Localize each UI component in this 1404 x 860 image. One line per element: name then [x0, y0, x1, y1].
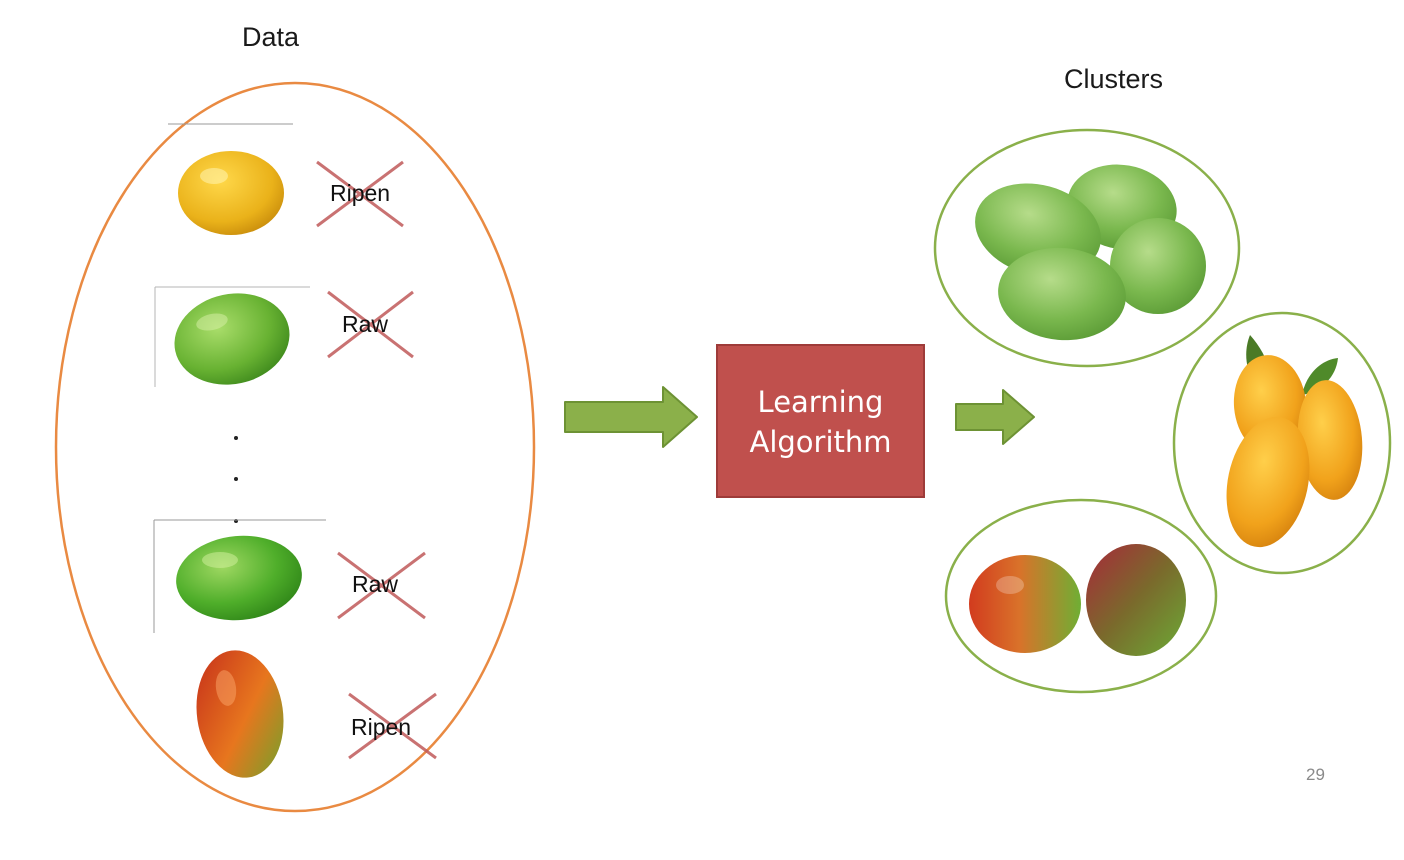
item-label-ripen: Ripen: [351, 714, 412, 740]
arrow-right-icon: [564, 386, 698, 448]
item-label-ripen: Ripen: [330, 180, 391, 206]
arrow-right-icon: [955, 389, 1035, 445]
cross-mark-icon: [327, 290, 414, 359]
algorithm-line-2: Algorithm: [749, 425, 892, 459]
ripe-mango-image: [168, 123, 293, 235]
raw-mango-image: [153, 519, 326, 633]
data-heading: Data: [242, 22, 300, 52]
red-green-mangoes-image: [969, 544, 1186, 656]
yellow-mangoes-image: [1226, 335, 1363, 548]
data-ellipse: [54, 81, 536, 813]
item-label-raw: Raw: [352, 571, 399, 597]
raw-mango-image: [154, 286, 310, 387]
red-orange-mango-image: [196, 650, 284, 778]
cluster-ring: [1172, 311, 1392, 575]
cluster-ring: [944, 498, 1218, 694]
cross-mark-icon: [316, 160, 404, 228]
clusters-heading: Clusters: [1064, 64, 1164, 94]
green-mangoes-image: [975, 164, 1206, 341]
cluster-ring: [933, 128, 1241, 368]
algorithm-line-1: Learning: [757, 385, 884, 419]
slide-number: 29: [1306, 765, 1325, 784]
ellipsis-dots: [234, 436, 238, 523]
learning-algorithm-box: [716, 344, 925, 498]
cross-mark-icon: [348, 692, 437, 760]
cross-mark-icon: [337, 551, 426, 620]
learning-algorithm-label: Learning Algorithm: [717, 382, 924, 462]
item-label-raw: Raw: [342, 311, 389, 337]
